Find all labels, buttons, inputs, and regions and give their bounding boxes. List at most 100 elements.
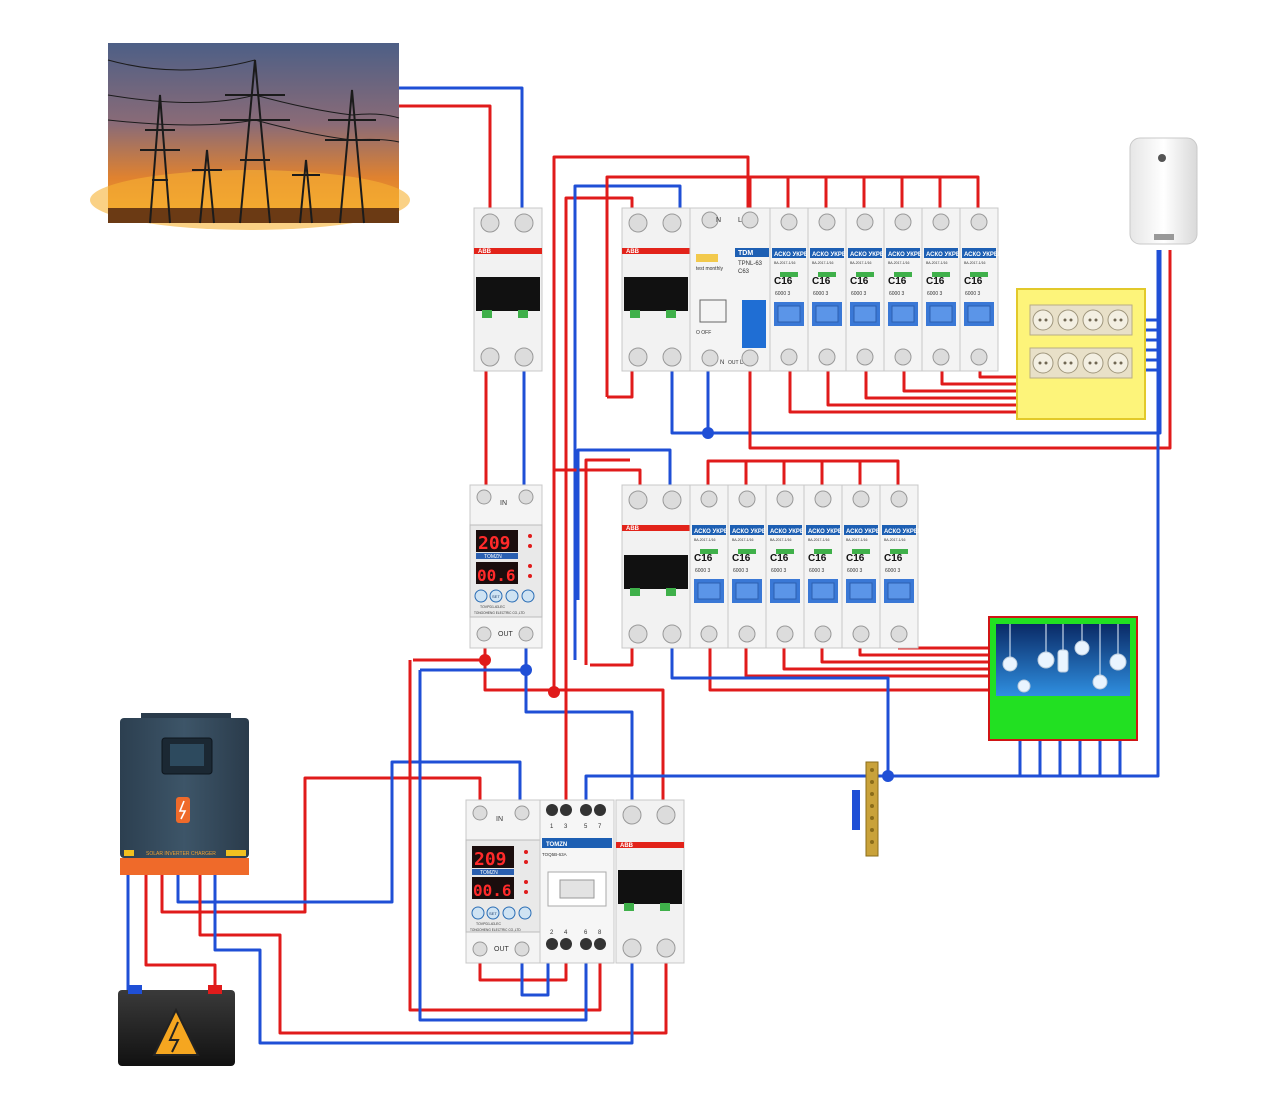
labels: ABB ABB ABB ABB N L TDM TPNL-63 C63 test… [146,217,763,953]
group1-breaker-6-brand: АСКО УКРЕМ [964,252,1003,258]
group2-breaker-2-rating: C16 [732,553,751,564]
junctions [479,427,894,782]
rcbo-term-bottom-n: N [720,360,724,366]
wire-inv-to-relay-neutral [176,760,522,904]
group2-breaker-5-rating: C16 [846,553,865,564]
group2-breaker-4-code: 6000 3 [809,568,825,574]
group2-breaker-2-brand: АСКО УКРЕМ [732,529,771,535]
group2-breaker-1-code: 6000 3 [695,568,711,574]
group1-breaker-4-code: 6000 3 [889,291,905,297]
wire-phase-riser-b [564,196,634,800]
solar-inverter [120,713,249,875]
wire-g1-out-3 [864,370,1018,400]
group1-breaker-2-series: ВА-2017-1/16 [812,261,834,265]
relay-top-current: 00.6 [477,566,516,585]
rcbo-test-label: test monthly [696,266,723,272]
group2-breaker-3-rating: C16 [770,553,789,564]
changeover-term-bottom-8: 8 [598,930,602,936]
wire-phase-riser-a [552,155,750,692]
power-grid-photo [90,43,410,230]
relay-top-brand: TOMZN [484,554,502,560]
wire-g1-out-5 [940,370,1018,386]
group2-input-brand: ABB [626,526,640,532]
group1-breaker-5-code: 6000 3 [927,291,943,297]
junction-neutral-1 [520,664,532,676]
relay-bottom-current: 00.6 [473,881,512,900]
wire-g1-in-phase-2 [607,370,634,399]
wire-g2-out-4 [820,648,990,664]
wire-inv-to-relay-phase [160,776,482,914]
rcbo [689,207,771,372]
wire-phase-riser-c [552,468,642,692]
group2-breaker-1-series: ВА-2017-1/16 [694,538,716,542]
wire-g2-out-3 [782,648,990,671]
junction-neutral-2 [702,427,714,439]
group1-breaker-4-rating: C16 [888,276,907,287]
relay-top-maker: TONGOHENG ELECTRIC CO.,LTD [474,611,525,615]
wire-g1-out-1 [788,370,1018,414]
relay-top-model: TOVPD1-63-EC [480,605,505,609]
wire-bus-to-changeover [584,774,870,800]
main-breaker-brand: ABB [478,249,492,255]
wire-neutral-riser [573,184,682,660]
group1-breaker-4-series: ВА-2017-1/16 [888,261,910,265]
wire-relay-out-neutral [524,648,634,800]
main-breaker [473,207,543,372]
wire-battery-pos [144,875,217,990]
group1-breaker-3-rating: C16 [850,276,869,287]
group2-breaker-4-brand: АСКО УКРЕМ [808,529,847,535]
changeover-term-top-1: 1 [550,824,554,830]
group1-breaker-5-rating: C16 [926,276,945,287]
group1-breaker-5-brand: АСКО УКРЕМ [926,252,965,258]
socket-panel [1016,288,1146,420]
group2-breaker-1-rating: C16 [694,553,713,564]
group2-breaker-5-code: 6000 3 [847,568,863,574]
group1-breaker-1-series: ВА-2017-1/16 [774,261,796,265]
group2-breaker-3-series: ВА-2017-1/16 [770,538,792,542]
inverter-label: SOLAR INVERTER CHARGER [146,851,216,857]
relay-top-set: SET [492,594,500,599]
group2-breaker-5-brand: АСКО УКРЕМ [846,529,885,535]
wire-g1-neutral-out [670,370,710,435]
wire-g2-out-5 [858,648,990,657]
group1-breaker-3-brand: АСКО УКРЕМ [850,252,889,258]
rcbo-term-bottom-out: OUT [728,360,739,366]
wire-inv-ac-in-phase [408,660,602,1012]
wire-phase-riser-d [584,458,630,665]
group2-breaker-6-brand: АСКО УКРЕМ [884,529,923,535]
changeover-term-top-7: 7 [598,824,602,830]
changeover-switch [539,799,615,964]
changeover-term-top-3: 3 [564,824,568,830]
lamp-panel [988,616,1138,741]
changeover-term-bottom-2: 2 [550,930,554,936]
group1-breaker-6-code: 6000 3 [965,291,981,297]
wire-neutral-trunk [870,250,1160,778]
group2-breaker-6-rating: C16 [884,553,903,564]
wire-g2-bus [706,459,900,487]
wire-g2-out-1 [708,648,990,692]
relay-bottom-out: OUT [494,946,510,953]
wire-grid-neutral [398,86,524,210]
socket-outlet-icon [1032,309,1129,374]
changeover-term-top-5: 5 [584,824,588,830]
group2-breaker-6-series: ВА-2017-1/16 [884,538,906,542]
rcbo-off-label: O OFF [696,330,711,336]
group1-breaker-2-rating: C16 [812,276,831,287]
group2-breaker-2-series: ВА-2017-1/16 [732,538,754,542]
changeover-term-bottom-4: 4 [564,930,568,936]
group1-breaker-6-rating: C16 [964,276,983,287]
changeover-term-bottom-6: 6 [584,930,588,936]
wire-grid-phase [398,104,492,210]
group2-breaker-3-brand: АСКО УКРЕМ [770,529,809,535]
group2-breaker-4-series: ВА-2017-1/16 [808,538,830,542]
junction-phase-2 [548,686,560,698]
rcbo-brand: TDM [738,250,753,257]
